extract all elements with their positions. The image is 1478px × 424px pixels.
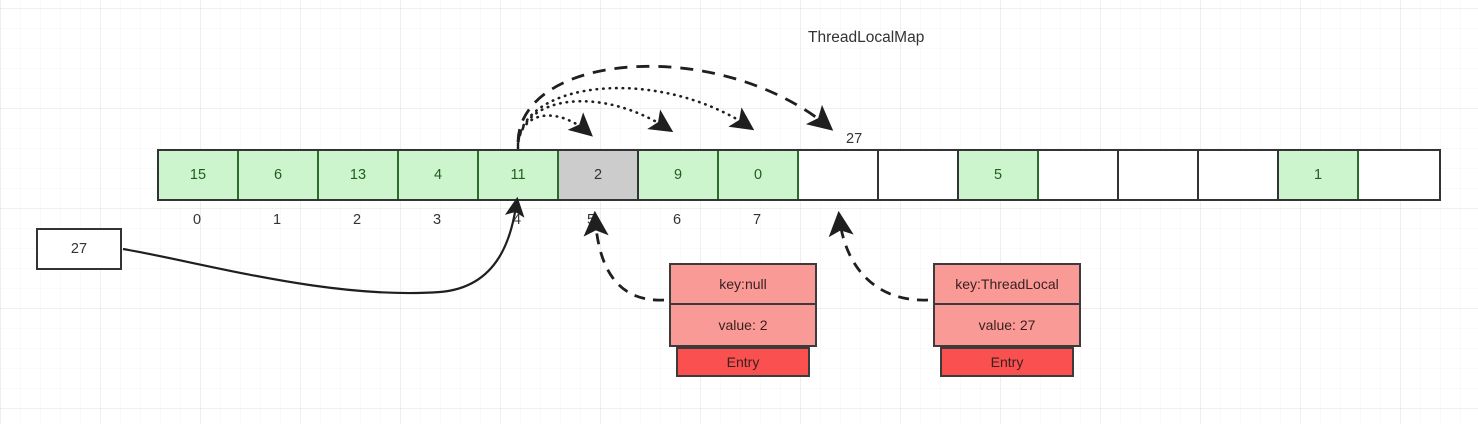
array-cell-1[interactable]: 6 [239, 151, 319, 199]
array-cell-14[interactable]: 1 [1279, 151, 1359, 199]
entry-box-stale[interactable]: key:null value: 2 Entry [669, 263, 817, 377]
array-cell-8[interactable] [799, 151, 879, 199]
connector-live-entry-to-slot8 [828, 210, 929, 302]
entry-key: key:ThreadLocal [935, 265, 1079, 305]
array-cell-value: 13 [349, 167, 367, 183]
source-value-box[interactable]: 27 [36, 228, 122, 270]
array-cell-value: 11 [510, 167, 526, 183]
entry-key: key:null [671, 265, 815, 305]
array-cell-value: 1 [1313, 167, 1323, 183]
array-cell-10[interactable]: 5 [959, 151, 1039, 199]
index-label-0: 0 [192, 212, 202, 228]
probe-arc-slot4-to-slot6 [516, 100, 674, 148]
array-cell-value: 5 [993, 167, 1003, 183]
entry-type-label: Entry [676, 347, 810, 377]
index-label-3: 3 [432, 212, 442, 228]
array-cell-3[interactable]: 4 [399, 151, 479, 199]
array-cell-value: 4 [433, 167, 443, 183]
array-cell-15[interactable] [1359, 151, 1439, 199]
source-value: 27 [70, 241, 88, 257]
array-cell-4[interactable]: 11 [479, 151, 559, 199]
array-cell-12[interactable] [1119, 151, 1199, 199]
entry-value: value: 2 [718, 317, 768, 333]
array-cell-7[interactable]: 0 [719, 151, 799, 199]
probe-arc-slot4-to-slot7 [516, 86, 755, 146]
insert-arc-slot4-to-slot8 [516, 64, 834, 143]
entry-value: value: 27 [978, 317, 1036, 333]
entry-box-live[interactable]: key:ThreadLocal value: 27 Entry [933, 263, 1081, 377]
probe-arc-slot4-to-slot5 [516, 112, 593, 150]
entry-kv-block: key:null value: 2 [669, 263, 817, 347]
entry-kv-block: key:ThreadLocal value: 27 [933, 263, 1081, 347]
array-cell-2[interactable]: 13 [319, 151, 399, 199]
index-label-7: 7 [752, 212, 762, 228]
array-cell-value: 0 [753, 167, 763, 183]
index-label-5: 5 [586, 212, 596, 228]
index-label-4: 4 [512, 212, 522, 228]
array-cell-9[interactable] [879, 151, 959, 199]
index-label-6: 6 [672, 212, 682, 228]
array-cell-0[interactable]: 15 [159, 151, 239, 199]
array-cell-5[interactable]: 2 [559, 151, 639, 199]
array-cell-6[interactable]: 9 [639, 151, 719, 199]
index-label-2: 2 [352, 212, 362, 228]
array-cell-value: 6 [273, 167, 283, 183]
array-cell-13[interactable] [1199, 151, 1279, 199]
hash-value-label: 27 [846, 131, 863, 147]
entry-type-label: Entry [940, 347, 1074, 377]
array-cell-value: 9 [673, 167, 683, 183]
index-label-1: 1 [272, 212, 282, 228]
array-cell-11[interactable] [1039, 151, 1119, 199]
array-cell-value: 2 [593, 167, 603, 183]
threadlocalmap-array: 15 6 13 4 11 2 9 0 5 1 [157, 149, 1441, 201]
diagram-title: ThreadLocalMap [808, 29, 925, 46]
array-cell-value: 15 [189, 167, 207, 183]
